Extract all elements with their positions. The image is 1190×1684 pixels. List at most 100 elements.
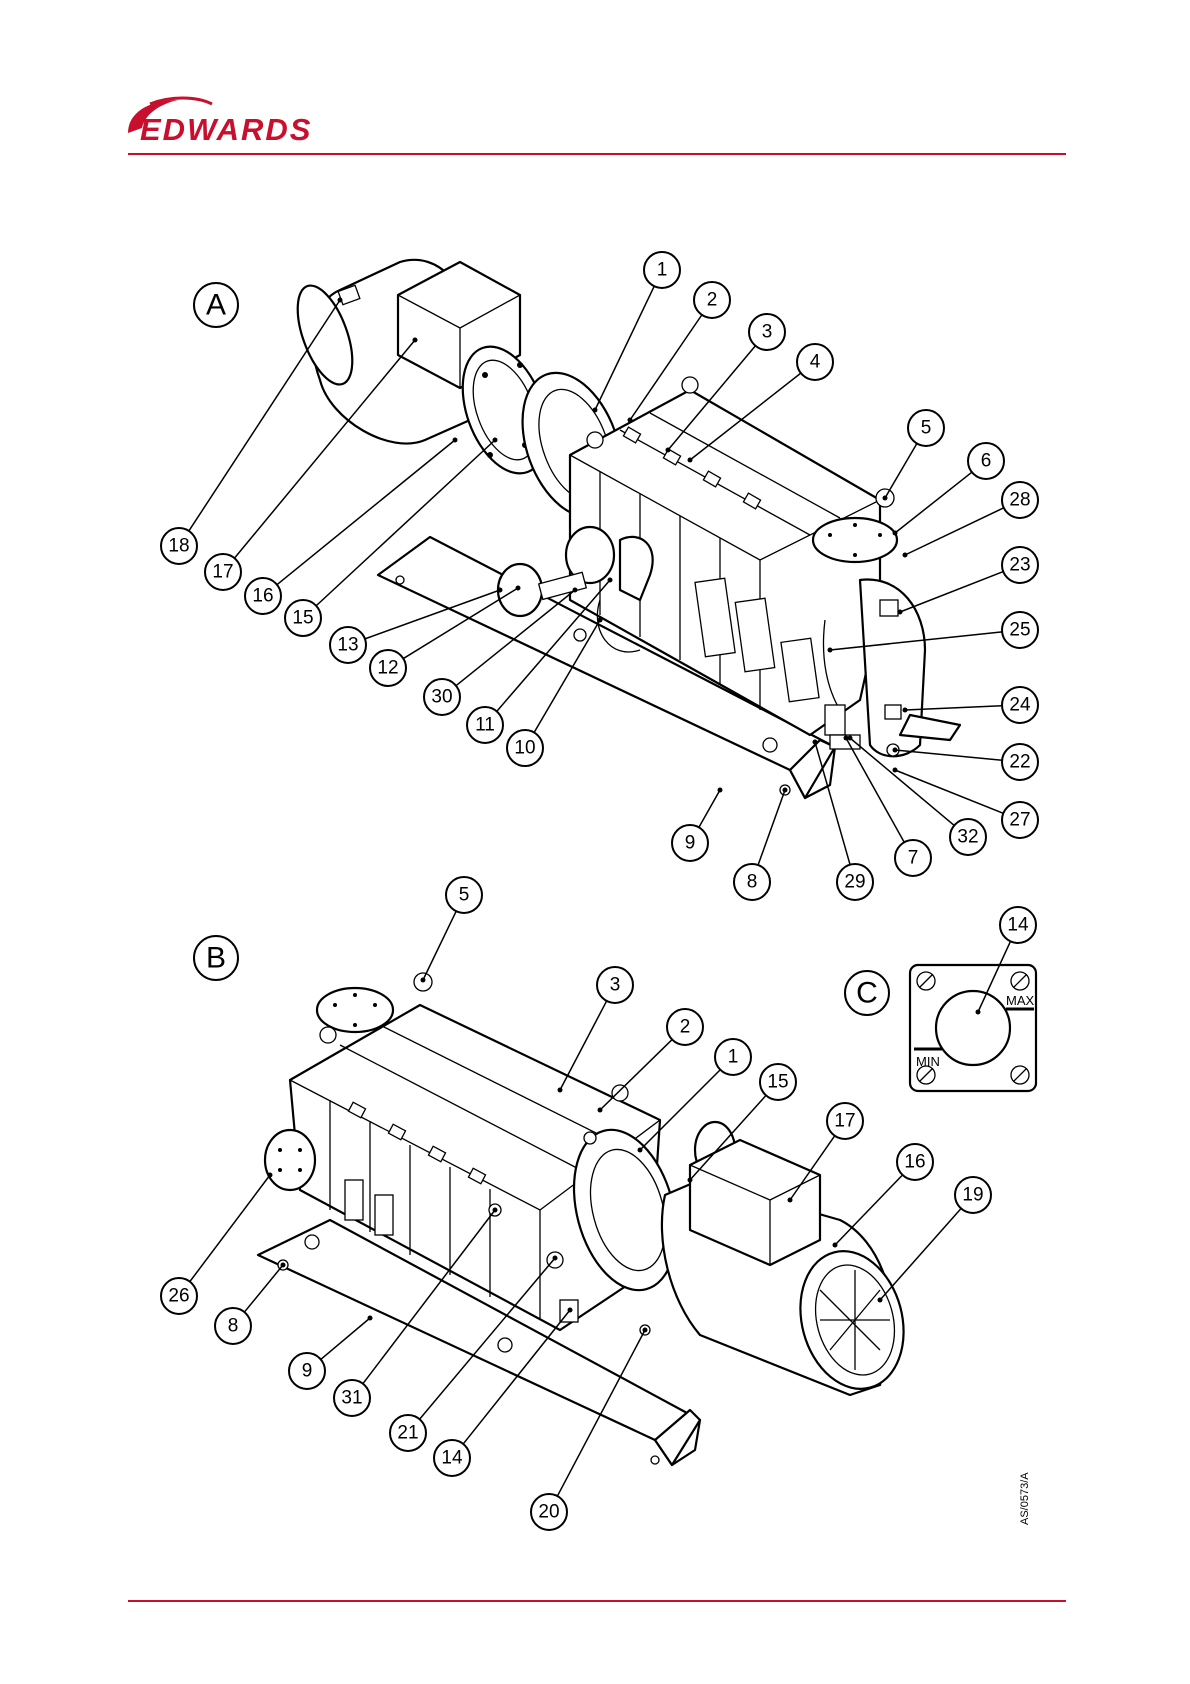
svg-text:A: A	[206, 289, 226, 322]
leader-line	[321, 1318, 370, 1359]
leader-dot	[413, 338, 418, 343]
view-b-callout-16: 16	[833, 1144, 934, 1248]
callout-number: 23	[1009, 555, 1030, 576]
leader-dot	[281, 1263, 286, 1268]
svg-text:B: B	[206, 942, 226, 975]
leader-dot	[598, 1108, 603, 1113]
leader-dot	[498, 588, 503, 593]
leader-dot	[893, 531, 898, 536]
callout-number: 11	[475, 715, 495, 736]
leader-dot	[788, 1198, 793, 1203]
callout-number: 28	[1009, 490, 1030, 511]
leader-dot	[878, 1298, 883, 1303]
view-a-callout-1: 1	[593, 252, 681, 413]
screw-bottom-right-icon	[1011, 1066, 1029, 1084]
leader-dot	[893, 768, 898, 773]
leader-line	[885, 444, 917, 498]
view-b-callout-2: 2	[598, 1009, 704, 1113]
leader-dot	[598, 618, 603, 623]
leader-dot	[368, 1316, 373, 1321]
callout-number: 17	[212, 562, 233, 583]
callout-number: 5	[459, 885, 470, 906]
leader-dot	[638, 1148, 643, 1153]
screw-top-left-icon	[917, 972, 935, 990]
leader-line	[699, 790, 720, 827]
max-label: MAX	[1006, 993, 1035, 1008]
svg-text:C: C	[856, 977, 878, 1010]
callout-number: 1	[657, 260, 668, 281]
leader-dot	[833, 1243, 838, 1248]
leader-dot	[421, 978, 426, 983]
leader-dot	[628, 418, 633, 423]
oil-level-gauge-view-c: MAX MIN	[910, 965, 1036, 1091]
view-b-callout-9: 9	[289, 1316, 373, 1390]
leader-dot	[493, 438, 498, 443]
leader-line	[190, 1175, 270, 1282]
figure-reference: AS/0573/A	[1019, 1472, 1031, 1525]
callout-number: 25	[1009, 620, 1030, 641]
leader-dot	[903, 708, 908, 713]
callout-number: 3	[762, 322, 773, 343]
leader-dot	[338, 298, 343, 303]
view-a-callout-23: 23	[898, 547, 1039, 615]
leader-dot	[783, 788, 788, 793]
callout-number: 6	[981, 451, 992, 472]
callout-number: 24	[1009, 695, 1031, 716]
view-a-callout-29: 29	[813, 740, 874, 901]
view-b-callout-19: 19	[878, 1177, 992, 1303]
brand-name: EDWARDS	[140, 112, 312, 147]
callout-number: 14	[441, 1448, 463, 1469]
view-label-c: C	[845, 971, 889, 1015]
callout-number: 32	[957, 827, 978, 848]
view-b-callout-8: 8	[215, 1263, 286, 1345]
leader-dot	[516, 586, 521, 591]
callout-number: 22	[1009, 752, 1030, 773]
leader-line	[758, 790, 785, 865]
callout-number: 15	[292, 608, 313, 629]
leader-dot	[844, 736, 849, 741]
leader-dot	[593, 408, 598, 413]
edwards-logo: EDWARDS	[128, 98, 312, 147]
callout-number: 26	[168, 1286, 189, 1307]
callout-number: 5	[921, 418, 932, 439]
callout-number: 29	[844, 872, 865, 893]
leader-line	[895, 750, 1002, 760]
callout-number: 10	[514, 738, 535, 759]
leader-dot	[976, 1010, 981, 1015]
leader-line	[189, 300, 340, 531]
callout-number: 16	[252, 586, 273, 607]
callout-number: 4	[810, 352, 821, 373]
leader-dot	[568, 1308, 573, 1313]
leader-line	[595, 286, 654, 410]
callout-number: 12	[377, 658, 398, 679]
callout-number: 17	[834, 1111, 855, 1132]
leader-dot	[666, 448, 671, 453]
callout-number: 19	[962, 1185, 983, 1206]
callout-number: 7	[908, 848, 919, 869]
view-b-callout-26: 26	[161, 1173, 273, 1315]
leader-dot	[718, 788, 723, 793]
leader-dot	[813, 740, 818, 745]
leader-dot	[828, 648, 833, 653]
callout-number: 1	[728, 1047, 739, 1068]
view-a-callout-18: 18	[161, 298, 343, 565]
sight-glass	[936, 991, 1010, 1065]
leader-line	[835, 1175, 903, 1245]
callout-number: 3	[610, 975, 621, 996]
view-a-callout-32: 32	[848, 736, 987, 856]
leader-dot	[643, 1328, 648, 1333]
leader-dot	[883, 496, 888, 501]
callout-number: 21	[397, 1423, 418, 1444]
view-b-callout-5: 5	[421, 877, 483, 983]
leader-dot	[898, 610, 903, 615]
leader-dot	[268, 1173, 273, 1178]
callout-number: 2	[680, 1017, 691, 1038]
min-label: MIN	[916, 1054, 940, 1069]
callout-number: 27	[1009, 810, 1030, 831]
leader-line	[905, 508, 1004, 555]
view-label-b: B	[194, 936, 238, 980]
leader-dot	[573, 588, 578, 593]
callout-number: 9	[685, 833, 696, 854]
leader-dot	[453, 438, 458, 443]
